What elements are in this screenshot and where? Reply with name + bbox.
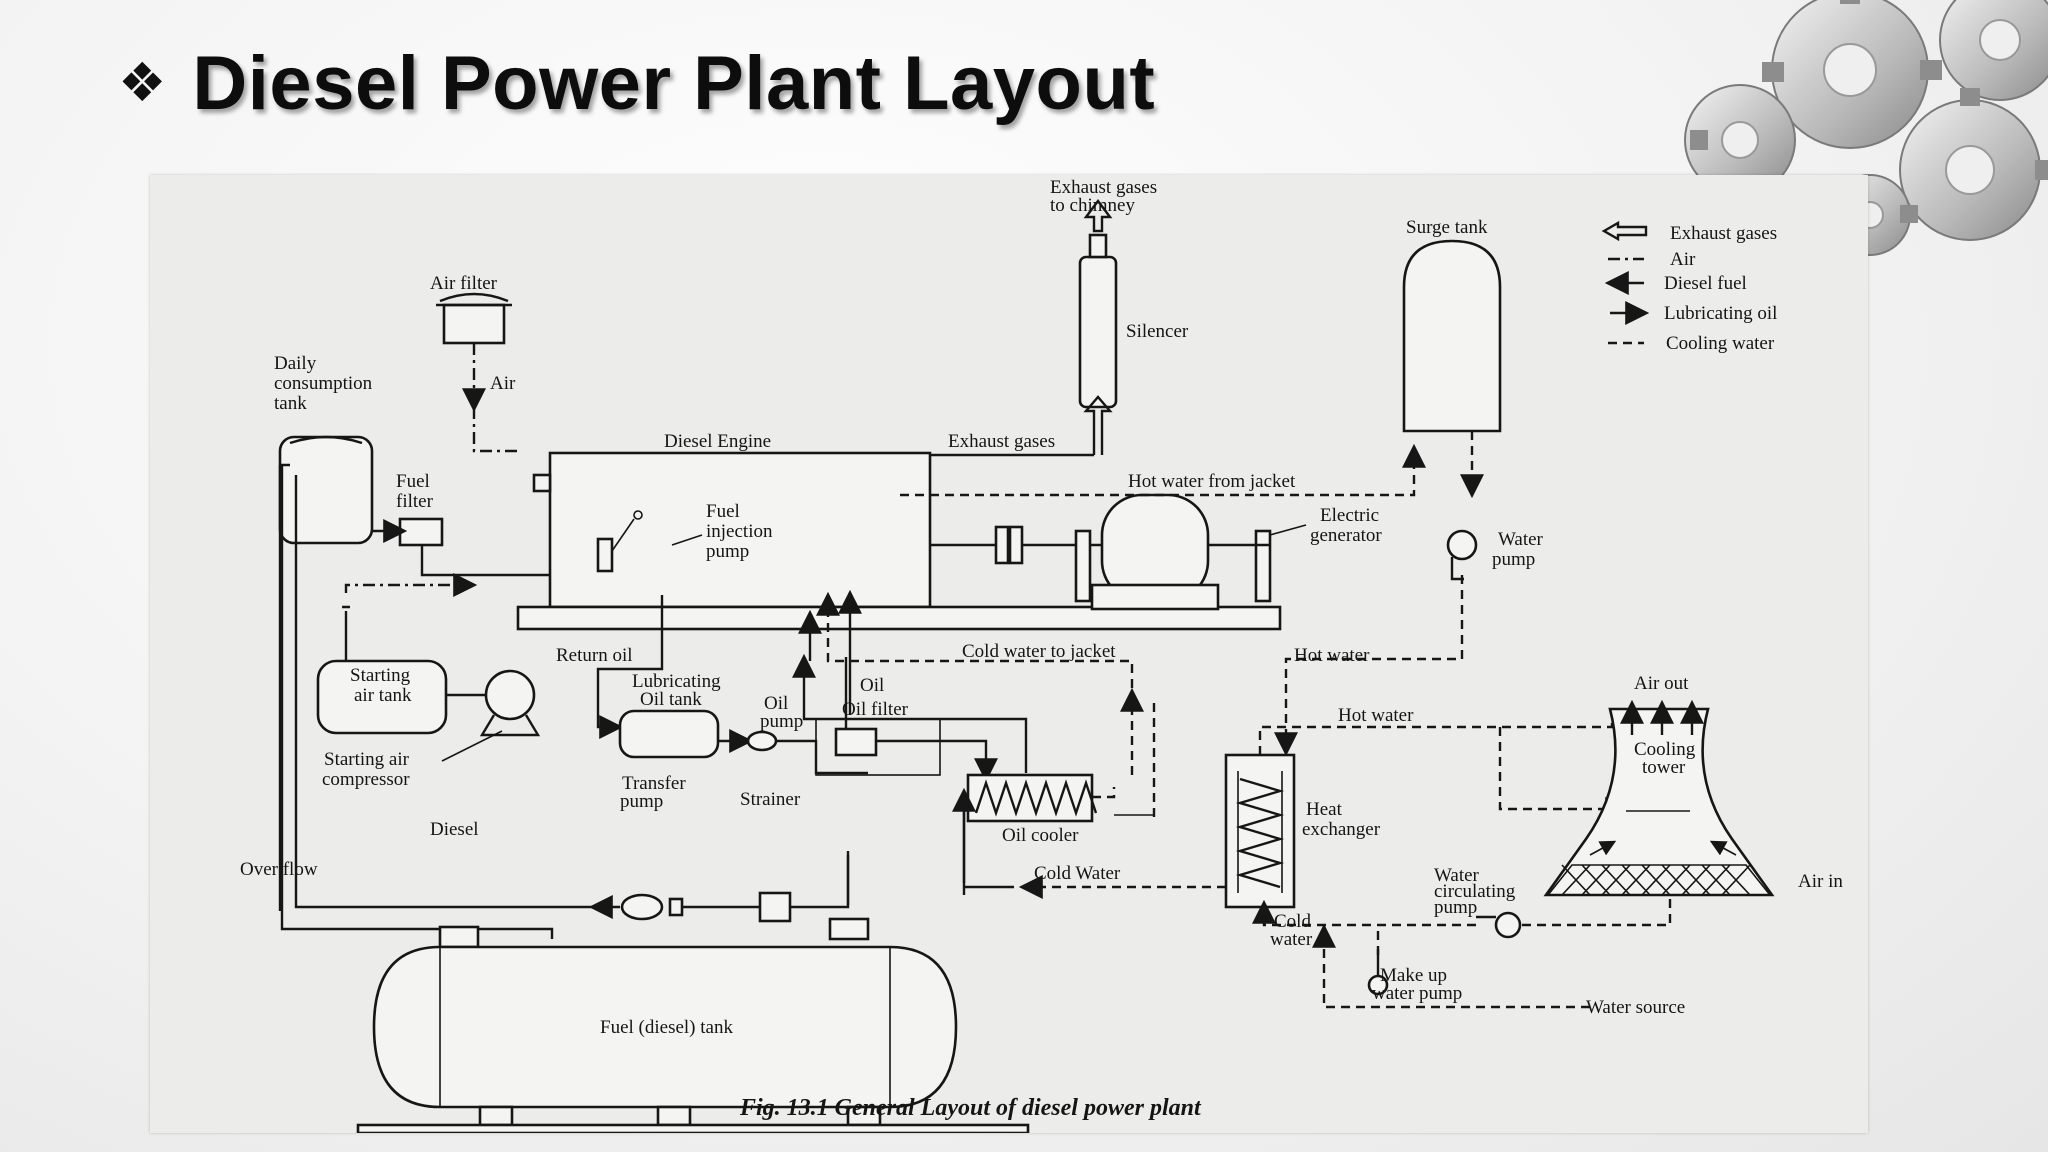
starting-air-tank-label: Starting — [350, 665, 411, 686]
diesel-plant-diagram: Exhaust gases to chimney Silencer Air fi… — [240, 177, 1843, 1133]
oil-pump-label: Oil — [764, 693, 788, 714]
fuel-diesel-tank — [356, 917, 1030, 1133]
cooling-tower-label: Cooling — [1634, 739, 1696, 760]
legend-air: Air — [1670, 249, 1696, 270]
figure-caption: Fig. 13.1 General Layout of diesel power… — [739, 1095, 1202, 1121]
slide-title-row: ❖ Diesel Power Plant Layout — [118, 38, 1155, 128]
gears-decoration-icon — [1684, 0, 2048, 256]
makeup-pump-label-2: water pump — [1372, 983, 1462, 1004]
fuel-injection-label-2: injection — [706, 521, 773, 542]
heat-exchanger — [1224, 753, 1296, 909]
cold-water-label-2: water — [1270, 929, 1313, 950]
lub-tank-label-2: Oil tank — [640, 689, 702, 710]
lub-tank-label: Lubricating — [632, 671, 721, 692]
hot-water-label: Hot water — [1294, 645, 1370, 666]
oil-cooler-label: Oil cooler — [1002, 825, 1079, 846]
electric-generator-label: Electric — [1320, 505, 1379, 526]
surge-tank-label: Surge tank — [1406, 217, 1488, 238]
oil-pump-label-2: pump — [760, 711, 803, 732]
diamond-bullet-icon: ❖ — [118, 51, 167, 114]
engine-base — [516, 605, 1282, 631]
diesel-engine-label: Diesel Engine — [664, 431, 771, 452]
water-circulating-pump — [1476, 911, 1522, 939]
oil-filter-label: Oil filter — [842, 699, 909, 720]
lubricating-oil-tank — [618, 709, 720, 759]
oil-pump — [746, 730, 778, 752]
water-pump-label-2: pump — [1492, 549, 1535, 570]
oil-label: Oil — [860, 675, 884, 696]
fuel-tank-label: Fuel (diesel) tank — [600, 1017, 733, 1038]
legend-diesel-fuel: Diesel fuel — [1664, 273, 1747, 294]
transfer-pump-label: Transfer — [622, 773, 686, 794]
fuel-injection-label: Fuel — [706, 501, 740, 522]
exhaust-gases-label: Exhaust gases — [948, 431, 1055, 452]
hot-water-label-2: Hot water — [1338, 705, 1414, 726]
cooling-tower — [1543, 699, 1775, 897]
makeup-pump-label: Make up — [1380, 965, 1447, 986]
cold-water-label: Cold — [1274, 911, 1311, 932]
air-out-label: Air out — [1634, 673, 1689, 694]
daily-consumption-tank — [278, 435, 374, 545]
hot-water-jacket-label: Hot water from jacket — [1128, 471, 1296, 492]
daily-tank-label: Daily — [274, 353, 317, 374]
diesel-label: Diesel — [430, 819, 479, 840]
starting-air-tank — [316, 605, 541, 737]
heat-exchanger-label: Heat — [1306, 799, 1343, 820]
exhaust-chimney-label-2: to chimney — [1050, 195, 1135, 216]
silencer-label: Silencer — [1126, 321, 1189, 342]
strainer-label: Strainer — [740, 789, 801, 810]
starting-compressor-label-2: compressor — [322, 769, 410, 790]
water-circ-pump-label-2: circulating — [1434, 881, 1516, 902]
legend-lubricating-oil: Lubricating oil — [1664, 303, 1777, 324]
water-pump — [1446, 529, 1478, 581]
oil-filter — [815, 718, 941, 776]
fuel-filter — [398, 517, 444, 547]
air-filter — [436, 292, 522, 453]
fuel-filter-label: Fuel — [396, 471, 430, 492]
slide-title: Diesel Power Plant Layout — [192, 40, 1156, 126]
transfer-pump-label-2: pump — [620, 791, 663, 812]
scanned-figure: Exhaust gases to chimney Silencer Air fi… — [150, 175, 1868, 1133]
air-in-label: Air in — [1798, 871, 1843, 892]
electric-generator — [1074, 493, 1272, 611]
strainer — [758, 891, 792, 923]
surge-tank — [1402, 239, 1502, 433]
water-pump-label: Water — [1498, 529, 1544, 550]
daily-tank-label-3: tank — [274, 393, 307, 414]
fuel-injection-pump — [596, 537, 614, 573]
transfer-pump — [620, 893, 684, 921]
oil-cooler — [966, 773, 1098, 823]
water-circ-pump-label: Water — [1434, 865, 1480, 886]
electric-generator-label-2: generator — [1310, 525, 1382, 546]
legend: Exhaust gases Air Diesel fuel Lubricatin… — [1601, 220, 1777, 354]
legend-cooling-water: Cooling water — [1666, 333, 1775, 354]
diesel-engine — [548, 451, 932, 609]
cooling-tower-label-2: tower — [1642, 757, 1686, 778]
starting-air-tank-label-2: air tank — [354, 685, 412, 706]
starting-compressor-label: Starting air — [324, 749, 410, 770]
cold-water-jacket-label: Cold water to jacket — [962, 641, 1116, 662]
exhaust-chimney-label: Exhaust gases — [1050, 177, 1157, 198]
water-circ-pump-label-3: pump — [1434, 897, 1477, 918]
legend-exhaust: Exhaust gases — [1670, 223, 1777, 244]
air-filter-label: Air filter — [430, 273, 498, 294]
heat-exchanger-label-2: exchanger — [1302, 819, 1381, 840]
fuel-filter-label-2: filter — [396, 491, 434, 512]
air-label: Air — [490, 373, 516, 394]
water-source-label: Water source — [1586, 997, 1685, 1018]
daily-tank-label-2: consumption — [274, 373, 373, 394]
silencer — [1078, 199, 1118, 455]
cold-water-big-label: Cold Water — [1034, 863, 1121, 884]
return-oil-label: Return oil — [556, 645, 633, 666]
fuel-injection-label-3: pump — [706, 541, 749, 562]
